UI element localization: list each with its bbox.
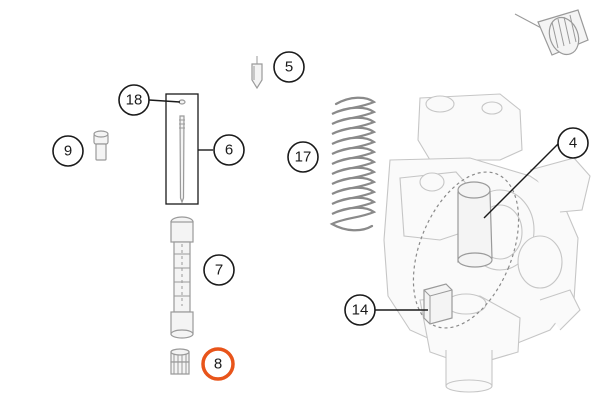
callout-17[interactable]: 17 [287,141,319,173]
callout-5[interactable]: 5 [273,51,305,83]
callout-9[interactable]: 9 [52,135,84,167]
jet-needle [165,93,199,205]
needle-valve [251,56,263,90]
throttle-slide [412,171,520,329]
callout-4-label: 4 [569,135,577,152]
callout-17-label: 17 [295,149,312,166]
pilot-jet [93,130,109,161]
main-jet [170,348,190,375]
throttle-spring [329,96,377,232]
callout-14-label: 14 [352,302,369,319]
callout-18[interactable]: 18 [118,84,150,116]
callout-4[interactable]: 4 [557,127,589,159]
callout-8[interactable]: 8 [201,347,235,381]
callout-7[interactable]: 7 [203,254,235,286]
adjuster-knob [514,9,589,56]
callout-18-label: 18 [126,92,143,109]
callout-7-label: 7 [215,262,223,279]
needle-jet [170,216,194,339]
callout-14[interactable]: 14 [344,294,376,326]
callout-6-label: 6 [225,142,233,159]
callout-8-label: 8 [214,356,222,373]
float-block [423,283,453,325]
callout-5-label: 5 [285,59,293,76]
callout-6[interactable]: 6 [213,134,245,166]
leader-lines [148,99,560,311]
callout-9-label: 9 [64,143,72,160]
